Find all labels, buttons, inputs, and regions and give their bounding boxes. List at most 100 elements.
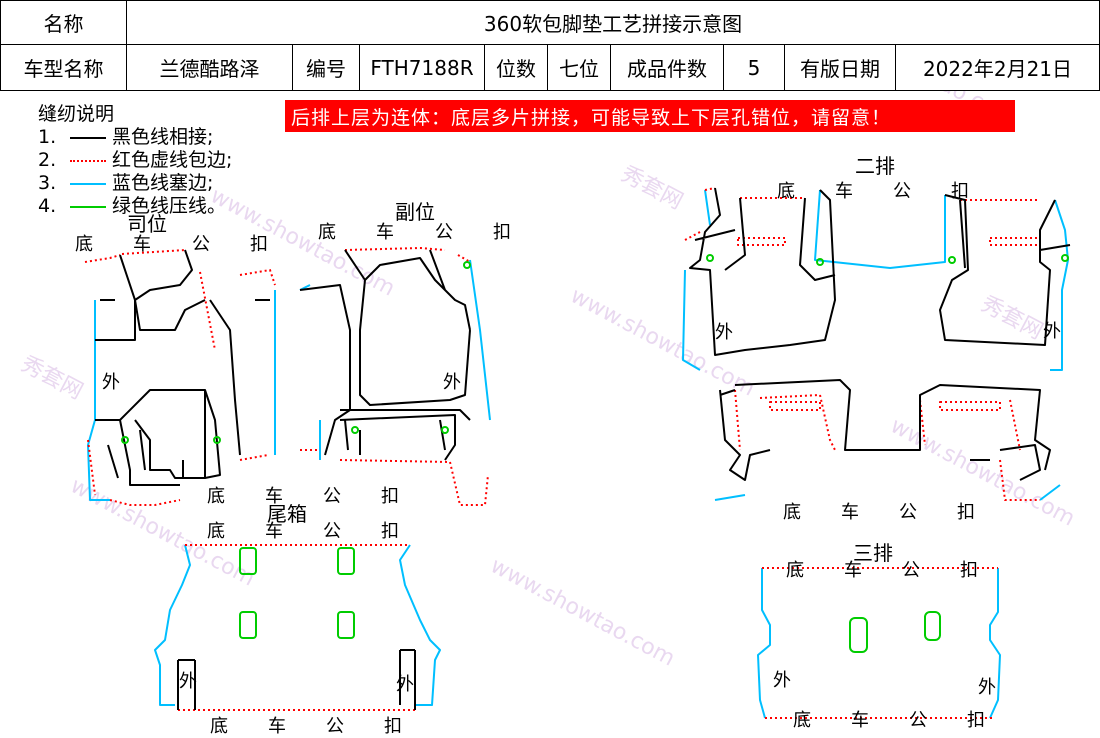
base-label: 扣 xyxy=(381,486,399,507)
date-label-cell: 有版日期 xyxy=(784,44,896,91)
legend-num: 4. xyxy=(38,195,57,217)
row2-outline-cyan xyxy=(682,189,1069,501)
green-press-rect xyxy=(924,611,941,641)
car-model-label-cell: 车型名称 xyxy=(0,44,127,91)
green-press-dot xyxy=(213,436,221,444)
base-label: 公 xyxy=(326,716,344,737)
code-value: FTH7188R xyxy=(370,55,474,80)
car-model-label: 车型名称 xyxy=(23,57,104,81)
row3-outline-cyan xyxy=(757,568,1001,719)
base-label: 底 xyxy=(75,234,93,255)
base-label: 扣 xyxy=(493,222,511,243)
green-press-rect xyxy=(849,617,868,653)
driver-seam-black xyxy=(95,249,270,486)
base-label: 车 xyxy=(133,234,151,255)
seats-label: 位数 xyxy=(496,57,536,81)
base-label: 车 xyxy=(835,181,853,202)
base-label: 车 xyxy=(265,521,283,542)
code-label: 编号 xyxy=(306,57,346,81)
legend-item: 4. 绿色线压线。 xyxy=(38,195,232,218)
legend-text: 黑色线相接; xyxy=(112,126,214,148)
base-label: 公 xyxy=(435,222,453,243)
legend-item: 1. 黑色线相接; xyxy=(38,126,232,149)
trunk-mat xyxy=(154,544,441,711)
legend-line-cyan xyxy=(70,182,106,185)
date-value-cell: 2022年2月21日 xyxy=(895,44,1100,91)
green-press-rect xyxy=(239,611,257,639)
base-label: 车 xyxy=(376,222,394,243)
legend-text: 蓝色线塞边; xyxy=(112,172,214,194)
outer-label: 外 xyxy=(773,670,791,691)
green-press-dot xyxy=(706,254,714,262)
base-label: 公 xyxy=(909,710,927,731)
green-press-dot xyxy=(816,258,824,266)
driver-mat xyxy=(84,249,276,506)
passenger-outline-red xyxy=(300,247,489,506)
green-press-rect xyxy=(337,547,355,575)
base-label: 车 xyxy=(265,486,283,507)
code-label-cell: 编号 xyxy=(292,44,360,91)
base-label: 扣 xyxy=(957,502,975,523)
legend-title: 缝纫说明 xyxy=(38,103,115,125)
legend-item: 2. 红色虚线包边; xyxy=(38,149,232,172)
outer-label: 外 xyxy=(1043,321,1061,342)
base-label: 底 xyxy=(793,710,811,731)
name-label-cell: 名称 xyxy=(0,0,127,45)
green-press-dot xyxy=(351,426,359,434)
code-value-cell: FTH7188R xyxy=(359,44,485,91)
seats-value: 七位 xyxy=(559,57,599,81)
legend-text: 绿色线压线。 xyxy=(112,195,227,217)
base-label: 公 xyxy=(192,234,210,255)
sewing-legend: 缝纫说明 1. 黑色线相接; 2. 红色虚线包边; 3. 蓝色线塞边; 4. 绿… xyxy=(38,103,232,218)
base-label: 底 xyxy=(783,502,801,523)
base-label: 扣 xyxy=(967,710,985,731)
base-label: 车 xyxy=(841,502,859,523)
green-press-dot xyxy=(1061,254,1069,262)
pieces-label-cell: 成品件数 xyxy=(610,44,724,91)
base-label: 车 xyxy=(851,710,869,731)
car-model-value: 兰德酷路泽 xyxy=(159,57,260,81)
passenger-seam-black xyxy=(299,249,471,461)
green-press-rect xyxy=(337,611,355,639)
base-label: 公 xyxy=(323,521,341,542)
row3-outline-red xyxy=(762,567,998,719)
outer-label: 外 xyxy=(102,372,120,393)
base-label: 底 xyxy=(210,716,228,737)
section-title-passenger: 副位 xyxy=(395,200,435,224)
pieces-value-cell: 5 xyxy=(723,44,785,91)
passenger-mat xyxy=(299,247,491,506)
base-label: 扣 xyxy=(250,234,268,255)
seats-label-cell: 位数 xyxy=(484,44,548,91)
outer-label: 外 xyxy=(443,372,461,393)
base-label: 底 xyxy=(207,486,225,507)
trunk-outline-cyan xyxy=(154,544,441,706)
base-label: 公 xyxy=(323,486,341,507)
base-label: 扣 xyxy=(960,560,978,581)
legend-num: 3. xyxy=(38,172,57,194)
pieces-label: 成品件数 xyxy=(627,57,707,81)
green-press-dot xyxy=(121,436,129,444)
outer-label: 外 xyxy=(978,677,996,698)
driver-outline-cyan xyxy=(87,290,276,501)
outer-label: 外 xyxy=(715,322,733,343)
passenger-outline-cyan xyxy=(299,259,491,460)
legend-line-red xyxy=(70,159,106,162)
legend-item: 3. 蓝色线塞边; xyxy=(38,172,232,195)
base-label: 车 xyxy=(844,560,862,581)
driver-outline-red xyxy=(84,249,276,506)
base-label: 扣 xyxy=(384,716,402,737)
base-label: 底 xyxy=(786,560,804,581)
legend-num: 2. xyxy=(38,149,57,171)
section-title-row3: 三排 xyxy=(853,541,893,565)
base-label: 公 xyxy=(902,560,920,581)
row3-mat xyxy=(757,567,1001,719)
seats-value-cell: 七位 xyxy=(547,44,611,91)
row2-mat xyxy=(682,187,1071,501)
legend-line-green xyxy=(70,205,106,208)
legend-line-black xyxy=(70,136,106,139)
pieces-value: 5 xyxy=(747,55,761,80)
base-label: 公 xyxy=(893,181,911,202)
section-title-trunk: 尾箱 xyxy=(267,502,307,526)
base-label: 扣 xyxy=(951,181,969,202)
